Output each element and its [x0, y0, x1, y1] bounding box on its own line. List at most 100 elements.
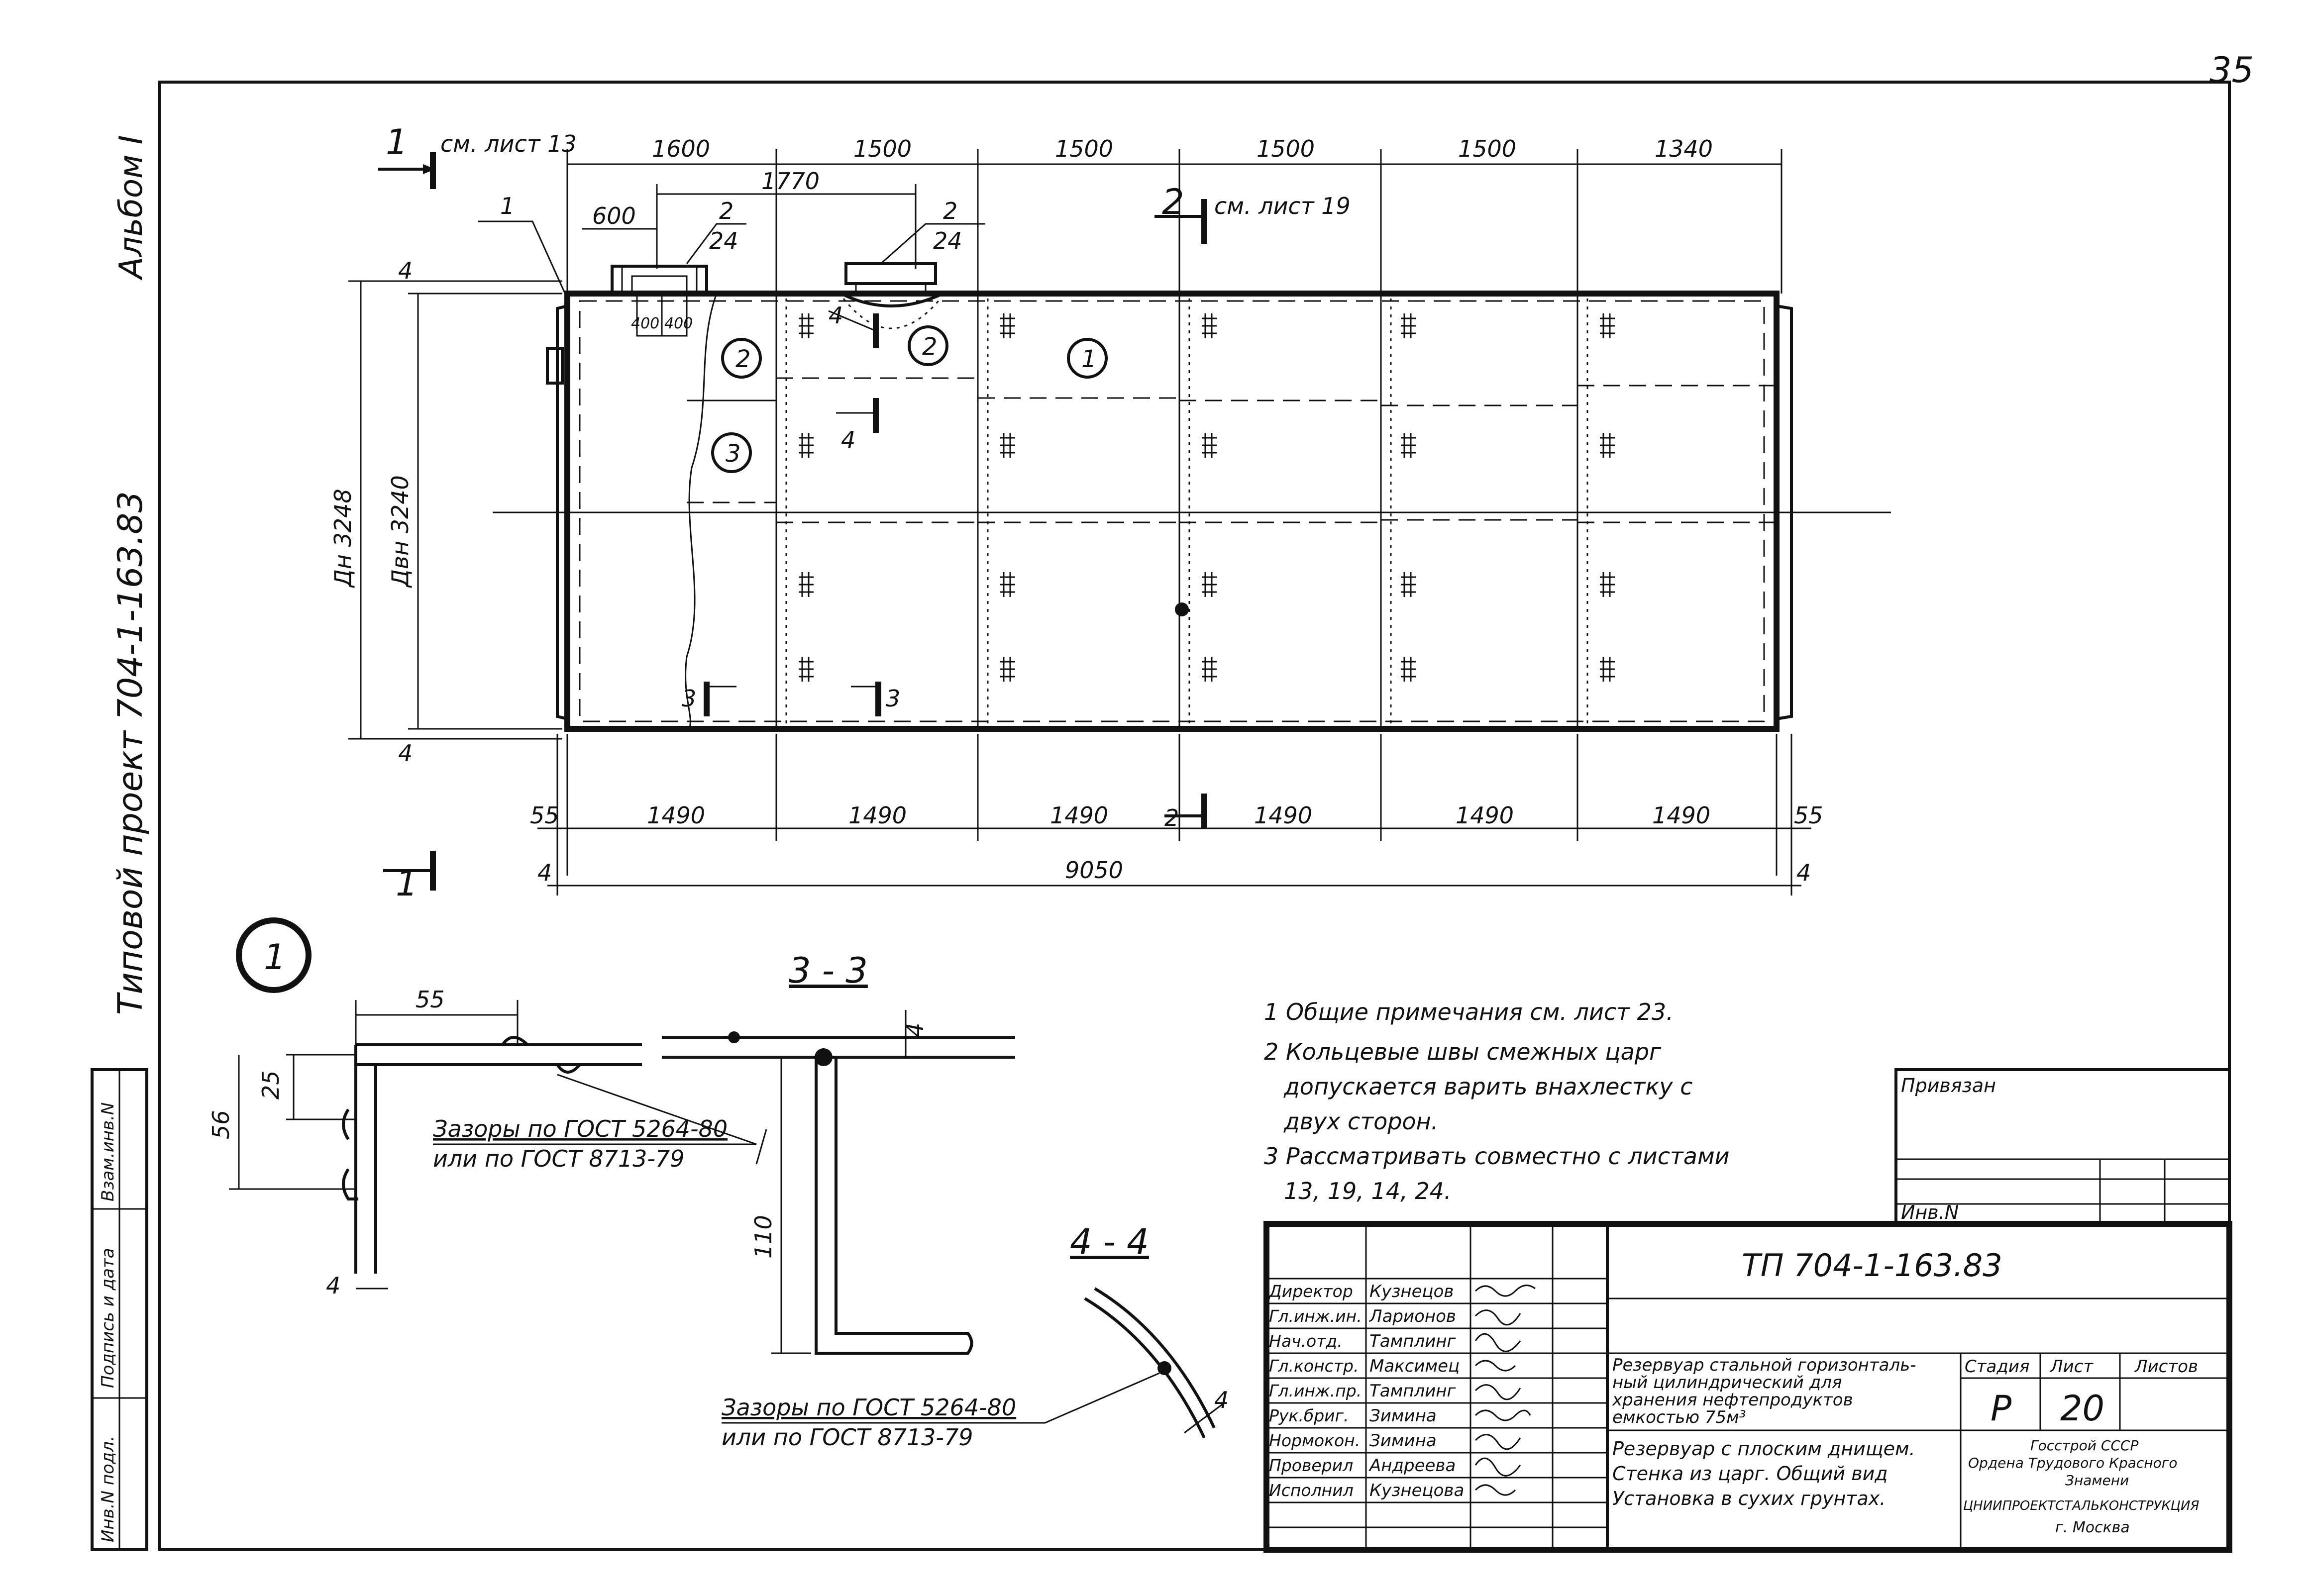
- dim-bottom-5: 1490: [1456, 802, 1514, 829]
- side-stamp-label-2: Подпись и дата: [98, 1248, 118, 1388]
- dim-9050: 9050: [1065, 857, 1123, 884]
- section-4a-label: 4: [829, 302, 843, 329]
- dim-bottom-3: 1490: [1050, 802, 1108, 829]
- title-block: Привязан Инв.N ТП 704-1-163.83 Директор …: [1263, 1068, 2232, 1553]
- section-markers: 1 см. лист 13 2 см. лист 19 2 1 4 4 3 3: [378, 122, 1351, 904]
- section-4-4: 4 - 4 4 Зазоры по ГОСТ 5264-80 или по ГО…: [722, 1221, 1229, 1451]
- privyazan-label: Привязан: [1901, 1075, 1996, 1097]
- break-line: [685, 293, 718, 729]
- note-2: 2 Кольцевые швы смежных царг: [1264, 1038, 1662, 1065]
- role-2: Гл.инж.ин.: [1269, 1306, 1362, 1326]
- dim-bottom-1: 1490: [647, 802, 705, 829]
- dim-55-left: 55: [530, 802, 559, 829]
- dim-1770: 1770: [761, 168, 820, 195]
- drawing-frame: [158, 81, 2231, 1551]
- role-6: Рук.бриг.: [1269, 1406, 1349, 1425]
- section-1-bottom-label: 1: [396, 863, 418, 904]
- name-4: Максимец: [1369, 1356, 1460, 1376]
- fraction-2-den: 24: [933, 227, 962, 254]
- section-4-4-gap-note-2: или по ГОСТ 8713-79: [722, 1424, 973, 1451]
- dim-600: 600: [592, 202, 636, 229]
- dim-bottom-4: 1490: [1254, 802, 1312, 829]
- detail-dim-56: 56: [208, 1110, 234, 1139]
- detail-1: 1 55 25 56 4 Зазоры по ГОСТ 5264-80 или …: [208, 917, 757, 1299]
- dim-dvn: Двн 3240: [387, 475, 414, 588]
- section-4-4-gap-note-1: Зазоры по ГОСТ 5264-80: [722, 1394, 1016, 1421]
- section-2-top-ref: см. лист 19: [1214, 193, 1351, 219]
- leader-1-label: 1: [500, 193, 515, 219]
- name-1: Кузнецов: [1369, 1282, 1454, 1301]
- dim-4-left: 4: [537, 859, 552, 886]
- org-line-4: ЦНИИПРОЕКТСТАЛЬКОНСТРУКЦИЯ: [1963, 1498, 2200, 1513]
- section-3a-label: 3: [682, 685, 696, 712]
- sub-line-1: Резервуар с плоским днищем.: [1612, 1438, 1915, 1460]
- org-line-2: Ордена Трудового Красного: [1968, 1455, 2178, 1471]
- role-4: Гл.констр.: [1269, 1356, 1359, 1376]
- name-7: Зимина: [1369, 1431, 1437, 1451]
- name-6: Зимина: [1369, 1406, 1437, 1426]
- dim-4-right: 4: [1796, 859, 1811, 886]
- bubble-2a: 2: [735, 345, 751, 373]
- side-stamp-label-1: Инв.N подл.: [98, 1436, 118, 1542]
- note-2b: допускается варить внахлестку с: [1283, 1073, 1692, 1100]
- sub-line-3: Установка в сухих грунтах.: [1612, 1488, 1886, 1509]
- role-3: Нач.отд.: [1269, 1331, 1343, 1351]
- dim-55-right: 55: [1794, 802, 1823, 829]
- detail-dim-55: 55: [416, 986, 445, 1013]
- leader-fraction-2: [880, 223, 985, 265]
- detail-dim-4: 4: [326, 1272, 340, 1299]
- role-9: Исполнил: [1269, 1481, 1354, 1500]
- role-7: Нормокон.: [1269, 1431, 1360, 1450]
- section-3b-label: 3: [886, 685, 900, 712]
- hatch-center: [840, 262, 944, 329]
- fraction-1-num: 2: [719, 198, 734, 224]
- dims-left: Дн 3248 Двн 3240 4 4: [329, 257, 562, 767]
- dim-top-2: 1500: [853, 135, 912, 162]
- dim-top-5: 1500: [1458, 135, 1516, 162]
- role-1: Директор: [1268, 1282, 1353, 1301]
- tank-inner-outline: [579, 300, 1765, 722]
- side-stamp: Инв.N подл. Подпись и дата Взам.инв.N Ал…: [91, 135, 150, 1551]
- sub-line-2: Стенка из царг. Общий вид: [1612, 1463, 1888, 1485]
- org-line-3: Знамени: [2065, 1472, 2129, 1489]
- dim-dn: Дн 3248: [329, 489, 356, 588]
- section-4-4-dim-4: 4: [1214, 1387, 1229, 1413]
- project-label: Типовой проект 704-1-163.83: [111, 491, 150, 1015]
- general-notes: 1 Общие примечания см. лист 23. 2 Кольце…: [1264, 998, 1730, 1204]
- stage-value: Р: [1991, 1388, 2012, 1429]
- dim-400-b: 400: [664, 315, 693, 332]
- fraction-2-num: 2: [943, 198, 957, 224]
- dims-top: 1600 1500 1500 1500 1500 1340 1770 600 4…: [566, 135, 1783, 332]
- detail-1-callout-label: 1: [264, 937, 286, 978]
- page-number: 35: [2209, 50, 2254, 91]
- section-4-4-title: 4 - 4: [1070, 1221, 1149, 1262]
- position-markers: 2 3 2 1: [711, 325, 1108, 473]
- bubble-1: 1: [1081, 345, 1097, 373]
- inv-label: Инв.N: [1901, 1201, 1959, 1223]
- title-line-1: Резервуар стальной горизонталь-: [1612, 1355, 1916, 1375]
- project-code: ТП 704-1-163.83: [1742, 1247, 2002, 1284]
- section-3-3-dim-110: 110: [750, 1215, 777, 1259]
- section-3-3-dim-4: 4: [902, 1023, 929, 1037]
- note-2c: двух сторон.: [1283, 1108, 1438, 1135]
- leader-1: [478, 220, 568, 299]
- title-line-4: емкостью 75м³: [1612, 1407, 1746, 1427]
- org-line-5: г. Москва: [2055, 1519, 2130, 1536]
- dim-top-1: 1600: [652, 135, 710, 162]
- name-3: Тамплинг: [1369, 1331, 1457, 1351]
- section-2-bottom-label: 2: [1164, 804, 1179, 831]
- album-label: Альбом I: [113, 135, 150, 281]
- dim-top-3: 1500: [1055, 135, 1113, 162]
- name-5: Тамплинг: [1369, 1381, 1457, 1401]
- role-8: Проверил: [1269, 1456, 1353, 1475]
- signatures: [1474, 1285, 1536, 1496]
- detail-dim-25: 25: [257, 1070, 284, 1099]
- detail-gap-note-1: Зазоры по ГОСТ 5264-80: [433, 1115, 728, 1142]
- dims-bottom: 55 1490 1490 1490 1490 1490 1490 55 4 90…: [530, 734, 1823, 896]
- weld-dot: [1175, 602, 1189, 616]
- section-3-3: 3 - 3 4 110: [662, 950, 1015, 1355]
- section-3-3-title: 3 - 3: [789, 950, 868, 991]
- section-1-top-label: 1: [386, 122, 408, 163]
- side-fitting-left: [546, 347, 564, 385]
